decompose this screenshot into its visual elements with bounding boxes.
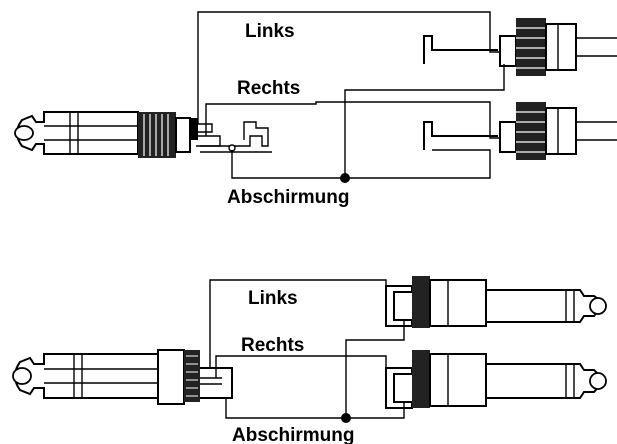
stereo-plug-top [14, 111, 272, 158]
top-rechts-label: Rechts [237, 78, 300, 99]
top-wires [197, 11, 505, 183]
top-diagram: Links Rechts Abschirmung [14, 11, 617, 208]
bottom-wires [209, 279, 405, 423]
bottom-shield-label: Abschirmung [232, 425, 354, 444]
top-links-label: Links [245, 21, 295, 42]
mono-jack-top-lower [423, 102, 617, 160]
top-shield-label: Abschirmung [227, 187, 349, 208]
mono-jack-top-upper [423, 18, 617, 76]
mono-plug-bottom-upper [385, 276, 607, 328]
bottom-diagram: Links Rechts Abschirmung [12, 276, 607, 444]
mono-plug-bottom-lower [385, 350, 607, 409]
bottom-rechts-label: Rechts [241, 335, 304, 356]
stereo-plug-bottom [12, 349, 233, 405]
bottom-links-label: Links [248, 288, 298, 309]
